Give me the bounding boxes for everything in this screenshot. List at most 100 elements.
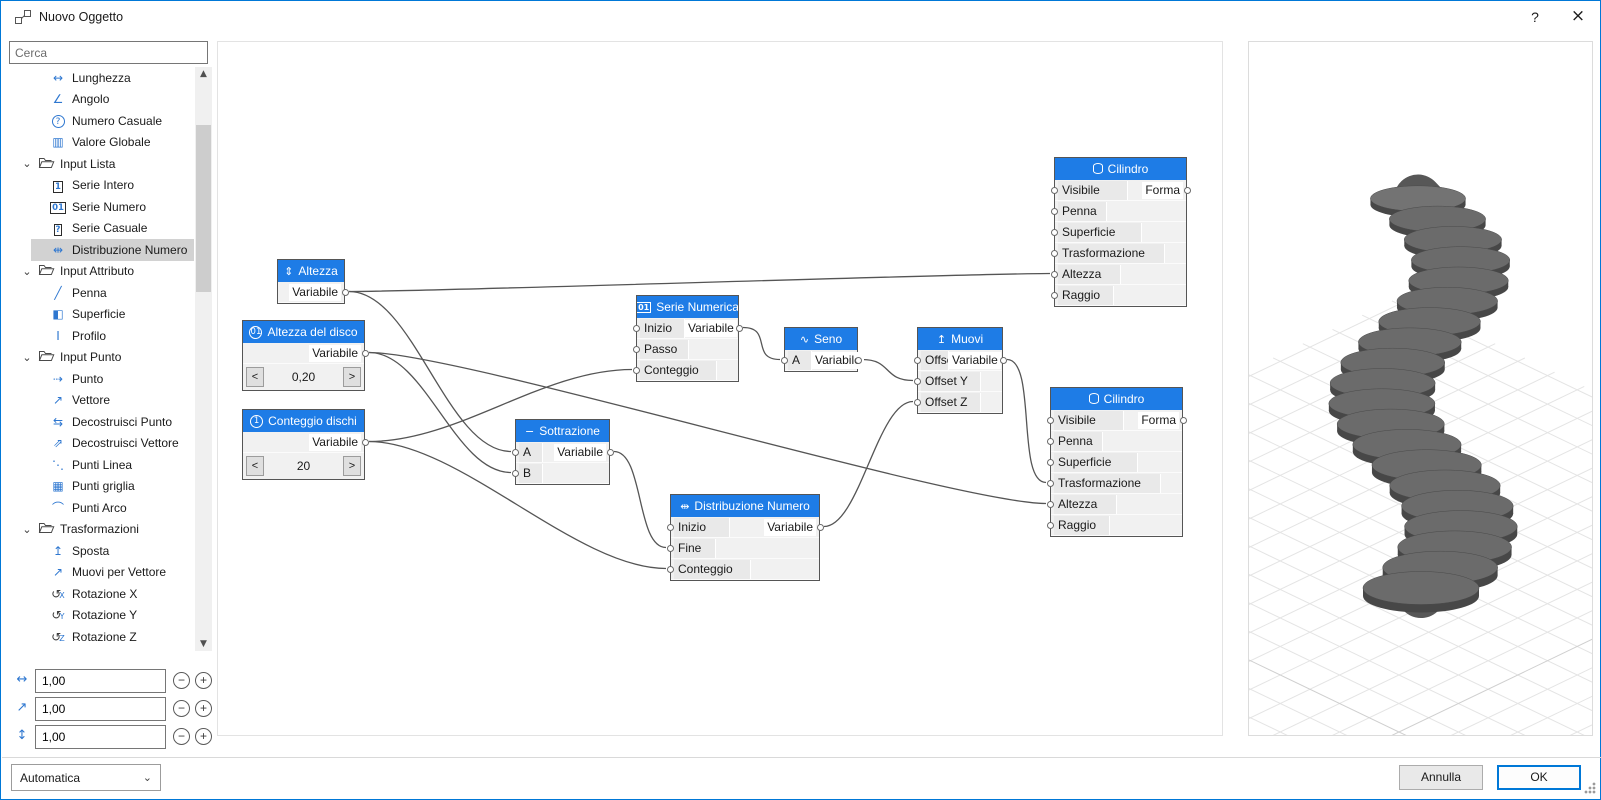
node-header[interactable]: Cilindro	[1051, 388, 1182, 410]
input-connector[interactable]	[632, 324, 640, 332]
sidebar-item-sposta[interactable]: ↥Sposta	[9, 540, 194, 562]
step-increase-button[interactable]: >	[343, 456, 361, 476]
input-connector[interactable]	[1046, 500, 1054, 508]
preview-3d-model[interactable]	[1249, 42, 1592, 735]
sidebar-item-penna[interactable]: ╱Penna	[9, 282, 194, 304]
sidebar-item-input-lista[interactable]: ⌄Input Lista	[9, 153, 194, 175]
chevron-down-icon[interactable]: ⌄	[22, 264, 32, 278]
sidebar-item-valore-globale[interactable]: ▥Valore Globale	[9, 132, 194, 154]
node-header[interactable]: ⇕Altezza	[278, 260, 344, 282]
sidebar-item-numero-casuale[interactable]: ?Numero Casuale	[9, 110, 194, 132]
size-x-increase-button[interactable]: +	[195, 672, 212, 689]
input-connector[interactable]	[666, 565, 674, 573]
input-connector[interactable]	[913, 398, 921, 406]
input-connector[interactable]	[1046, 521, 1054, 529]
sidebar-item-distribuzione-numero[interactable]: ⇹Distribuzione Numero	[9, 239, 194, 261]
input-connector[interactable]	[913, 356, 921, 364]
input-connector[interactable]	[913, 377, 921, 385]
sidebar-item-lunghezza[interactable]: ↔Lunghezza	[9, 67, 194, 89]
output-connector[interactable]	[1183, 186, 1191, 194]
size-y-decrease-button[interactable]: −	[173, 700, 190, 717]
input-connector[interactable]	[511, 448, 519, 456]
sidebar-item-input-punto[interactable]: ⌄Input Punto	[9, 347, 194, 369]
input-connector[interactable]	[666, 523, 674, 531]
cancel-button[interactable]: Annulla	[1399, 765, 1483, 790]
size-z-input[interactable]	[35, 725, 166, 749]
step-decrease-button[interactable]: <	[246, 367, 264, 387]
output-connector[interactable]	[999, 356, 1007, 364]
input-connector[interactable]	[666, 544, 674, 552]
input-connector[interactable]	[632, 366, 640, 374]
input-connector[interactable]	[1046, 437, 1054, 445]
node-header[interactable]: ⇹Distribuzione Numero	[671, 495, 819, 517]
sidebar-item-decostruisci-vettore[interactable]: ⇗Decostruisci Vettore	[9, 433, 194, 455]
sidebar-item-superficie[interactable]: ◧Superficie	[9, 304, 194, 326]
step-increase-button[interactable]: >	[343, 367, 361, 387]
close-icon[interactable]: ×	[1570, 6, 1586, 26]
input-connector[interactable]	[1046, 416, 1054, 424]
input-connector[interactable]	[1050, 186, 1058, 194]
chevron-down-icon[interactable]: ⌄	[22, 522, 32, 536]
input-connector[interactable]	[632, 345, 640, 353]
search-input[interactable]	[9, 41, 208, 64]
output-connector[interactable]	[735, 324, 743, 332]
size-z-increase-button[interactable]: +	[195, 728, 212, 745]
sidebar-item-vettore[interactable]: ↗Vettore	[9, 390, 194, 412]
sidebar-item-decostruisci-punto[interactable]: ⇆Decostruisci Punto	[9, 411, 194, 433]
output-connector[interactable]	[361, 438, 369, 446]
preview-3d-viewport[interactable]	[1248, 41, 1593, 736]
size-x-input[interactable]	[35, 669, 166, 693]
preview-mode-dropdown[interactable]: Automatica ⌄	[11, 764, 161, 791]
output-connector[interactable]	[361, 349, 369, 357]
scroll-up-icon[interactable]: ▲︎	[200, 69, 207, 79]
sidebar-item-input-attributo[interactable]: ⌄Input Attributo	[9, 261, 194, 283]
output-connector[interactable]	[341, 288, 349, 296]
sidebar-item-serie-casuale[interactable]: ?Serie Casuale	[9, 218, 194, 240]
input-connector[interactable]	[1050, 207, 1058, 215]
step-decrease-button[interactable]: <	[246, 456, 264, 476]
input-connector[interactable]	[1050, 249, 1058, 257]
scroll-down-icon[interactable]: ▼︎	[200, 639, 207, 649]
output-connector[interactable]	[1179, 416, 1187, 424]
input-connector[interactable]	[1046, 458, 1054, 466]
size-x-decrease-button[interactable]: −	[173, 672, 190, 689]
size-y-increase-button[interactable]: +	[195, 700, 212, 717]
output-connector[interactable]	[854, 356, 862, 364]
input-connector[interactable]	[1050, 291, 1058, 299]
node-header[interactable]: ↥Muovi	[918, 328, 1002, 350]
size-y-input[interactable]	[35, 697, 166, 721]
scrollbar-thumb[interactable]	[196, 125, 211, 292]
size-z-decrease-button[interactable]: −	[173, 728, 190, 745]
input-connector[interactable]	[1050, 270, 1058, 278]
chevron-down-icon[interactable]: ⌄	[22, 157, 32, 171]
help-button[interactable]: ?	[1531, 9, 1539, 25]
input-connector[interactable]	[780, 356, 788, 364]
node-header[interactable]: ∿Seno	[785, 328, 857, 350]
output-connector[interactable]	[816, 523, 824, 531]
node-header[interactable]: −Sottrazione	[516, 420, 609, 442]
input-connector[interactable]	[511, 469, 519, 477]
sidebar-item-angolo[interactable]: ∠Angolo	[9, 89, 194, 111]
sidebar-item-punti-arco[interactable]: ⌒Punti Arco	[9, 497, 194, 519]
sidebar-item-punto[interactable]: ⇢Punto	[9, 368, 194, 390]
input-connector[interactable]	[1046, 479, 1054, 487]
node-header[interactable]: Cilindro	[1055, 158, 1186, 180]
